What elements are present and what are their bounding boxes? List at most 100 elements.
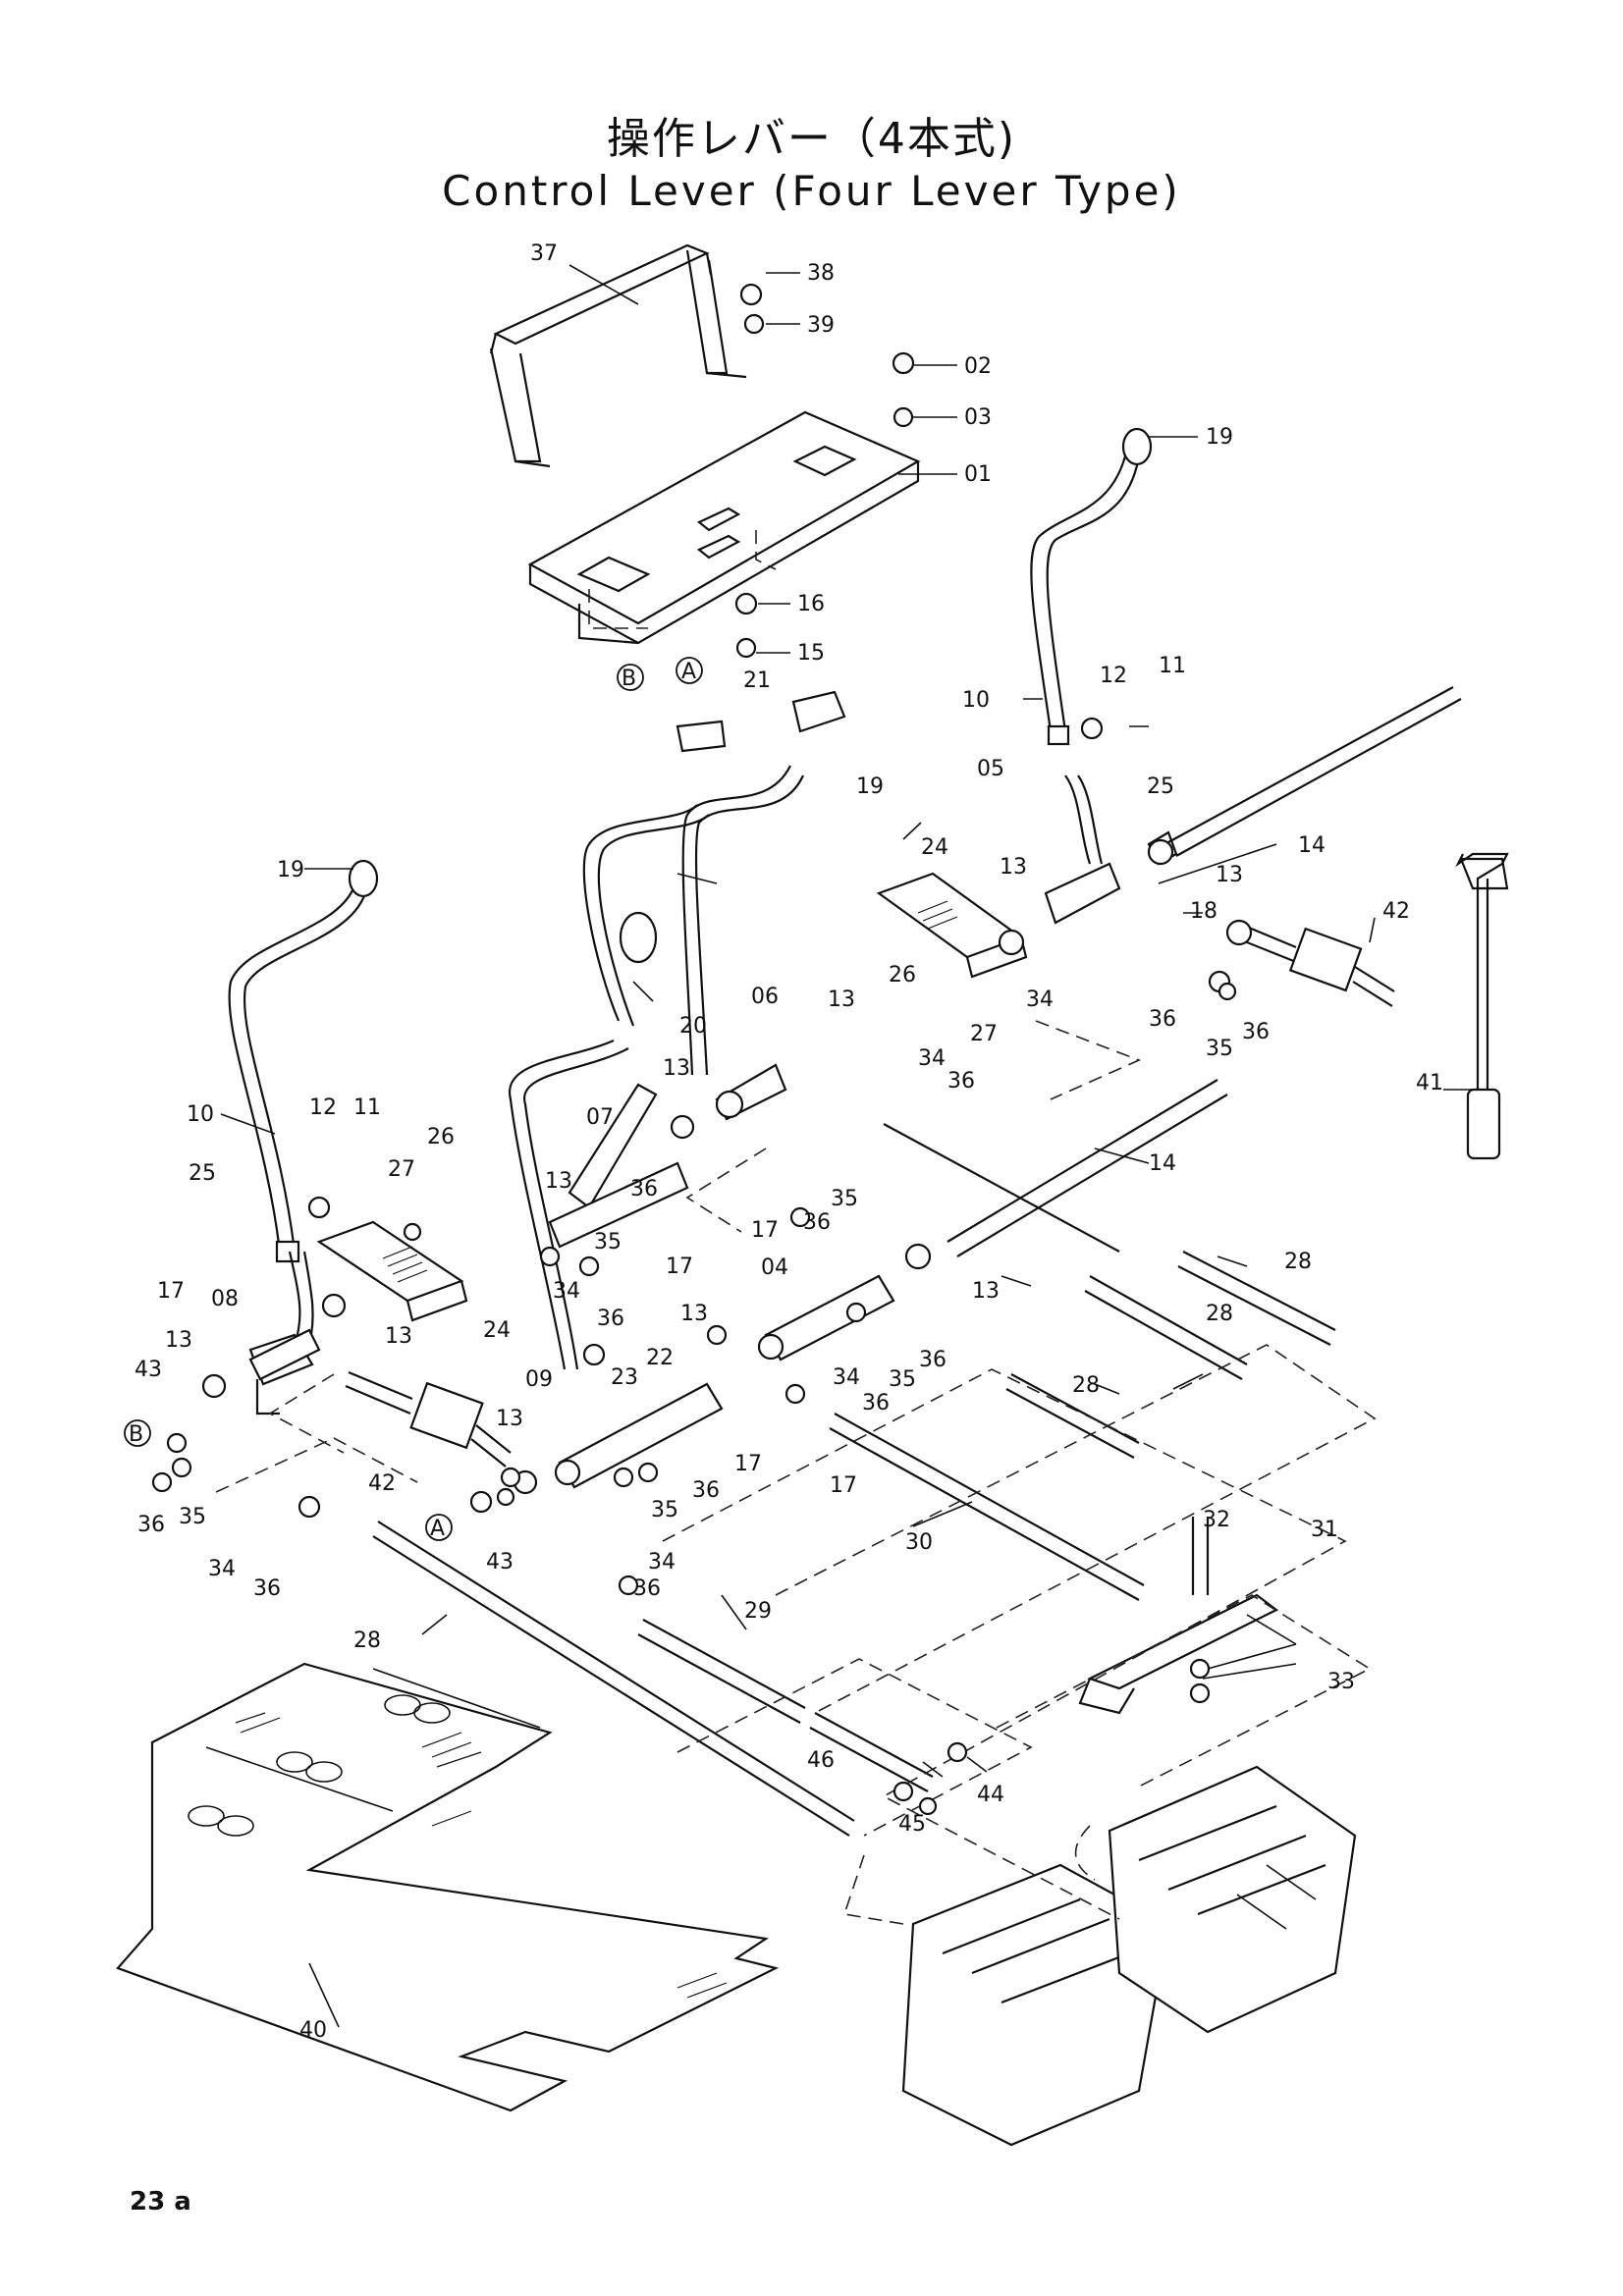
bracket-08 (201, 1328, 321, 1415)
callout-label: 24 (483, 1318, 511, 1343)
callout-label: 13 (496, 1407, 523, 1431)
callout-label: 19 (277, 858, 304, 882)
circle-b-marker (124, 1419, 151, 1447)
callout-label: 27 (388, 1157, 415, 1182)
callout-label: 25 (1147, 774, 1174, 799)
middle-levers (508, 690, 846, 1370)
callout-label: 12 (309, 1095, 337, 1120)
callout-label: 13 (972, 1279, 1000, 1304)
control-valves (901, 1765, 1357, 2147)
callout-label: 28 (1072, 1373, 1100, 1398)
right-lever-assembly (1030, 427, 1178, 925)
callout-label: 33 (1327, 1670, 1355, 1694)
callout-label: 37 (530, 241, 558, 266)
circle-a-marker (676, 657, 703, 684)
callout-label: 32 (1203, 1508, 1230, 1532)
callout-label: 44 (977, 1783, 1004, 1807)
left-lever-assembly (228, 859, 379, 1386)
callout-label: 34 (918, 1046, 946, 1071)
callout-label: 03 (964, 405, 992, 430)
callout-label: 13 (385, 1324, 412, 1349)
rods-28 (372, 1251, 1336, 1837)
callout-label: 13 (828, 988, 855, 1012)
dipstick-41 (1455, 852, 1509, 1160)
callout-label: 17 (734, 1452, 762, 1476)
callout-label: 13 (680, 1302, 708, 1326)
hardware-bits (151, 283, 1237, 1816)
callout-label: 36 (947, 1069, 975, 1094)
callout-label: 35 (179, 1505, 206, 1529)
callout-label: 17 (830, 1473, 857, 1498)
callout-label: 09 (525, 1367, 553, 1392)
callout-label: 36 (137, 1513, 165, 1537)
callout-label: 29 (744, 1599, 772, 1624)
callout-label: 08 (211, 1287, 239, 1311)
callout-label: 13 (545, 1169, 572, 1194)
title-english: Control Lever (Four Lever Type) (442, 167, 1181, 215)
callout-label: 16 (797, 592, 825, 616)
callout-label: 36 (1149, 1007, 1176, 1032)
callout-label: A (430, 1517, 445, 1541)
callout-label: 11 (1159, 654, 1186, 678)
callout-label: 01 (964, 462, 992, 487)
callout-label: 21 (743, 668, 771, 693)
callout-label: 24 (921, 835, 948, 860)
callout-label: 20 (679, 1014, 707, 1039)
callout-label: B (129, 1422, 143, 1447)
callout-label: 12 (1100, 664, 1127, 688)
callout-label: 22 (646, 1346, 674, 1370)
callout-label: 15 (797, 641, 825, 666)
callout-label: 36 (597, 1307, 624, 1331)
bracket-31 (1078, 1517, 1279, 1715)
callout-label: 35 (1206, 1037, 1233, 1061)
callout-label: 06 (751, 985, 779, 1009)
callout-label: 04 (761, 1255, 788, 1280)
pivot-tube-04 (757, 1243, 932, 1362)
title-japanese: 操作レバー（4本式) (606, 114, 1017, 164)
callout-label: 28 (1206, 1302, 1233, 1326)
rod-14-upper (1147, 686, 1462, 866)
callout-label: 36 (803, 1210, 831, 1235)
callout-label: 36 (919, 1348, 947, 1372)
callout-label: 02 (964, 354, 992, 379)
rod-14-middle (883, 1079, 1228, 1257)
floor-mat-40 (116, 1662, 780, 2112)
callout-label: 26 (889, 963, 916, 988)
callout-label: 42 (368, 1471, 396, 1496)
callout-label: 34 (1026, 988, 1054, 1012)
pedal-24-right (876, 872, 1028, 979)
callout-label: B (622, 667, 636, 691)
callout-label: 18 (1190, 899, 1217, 924)
callout-label: 19 (1206, 425, 1233, 450)
callout-label: 28 (353, 1629, 381, 1653)
callout-label: 31 (1311, 1518, 1338, 1542)
callout-label: 17 (666, 1255, 693, 1279)
callout-label: 23 (611, 1365, 638, 1390)
pedal-24-left (316, 1220, 468, 1322)
callout-label: 25 (189, 1161, 216, 1186)
callout-label: 34 (648, 1550, 676, 1575)
callout-label: 43 (135, 1358, 162, 1382)
callout-label: 26 (427, 1125, 455, 1149)
callout-label: 28 (1284, 1250, 1312, 1274)
callout-label: 36 (862, 1391, 890, 1415)
callout-label: 13 (1216, 863, 1243, 887)
callout-label: 35 (831, 1187, 858, 1211)
callout-label: 17 (157, 1279, 185, 1304)
callout-label: 42 (1382, 899, 1410, 924)
cover-plate-01 (527, 410, 921, 645)
callout-label: 11 (353, 1095, 381, 1120)
universal-joint-42-left (345, 1370, 512, 1468)
callout-label: 30 (905, 1530, 933, 1555)
callout-label: 34 (208, 1557, 236, 1581)
callout-label: 36 (630, 1177, 658, 1201)
callout-label: 39 (807, 313, 835, 338)
callout-label: 36 (253, 1576, 281, 1601)
callout-label: 36 (633, 1576, 661, 1601)
circle-a-marker (425, 1514, 453, 1541)
callout-label: 35 (889, 1367, 916, 1392)
callout-label: 17 (751, 1218, 779, 1243)
handle-frame-37 (489, 243, 747, 468)
callout-label: 36 (692, 1478, 720, 1503)
